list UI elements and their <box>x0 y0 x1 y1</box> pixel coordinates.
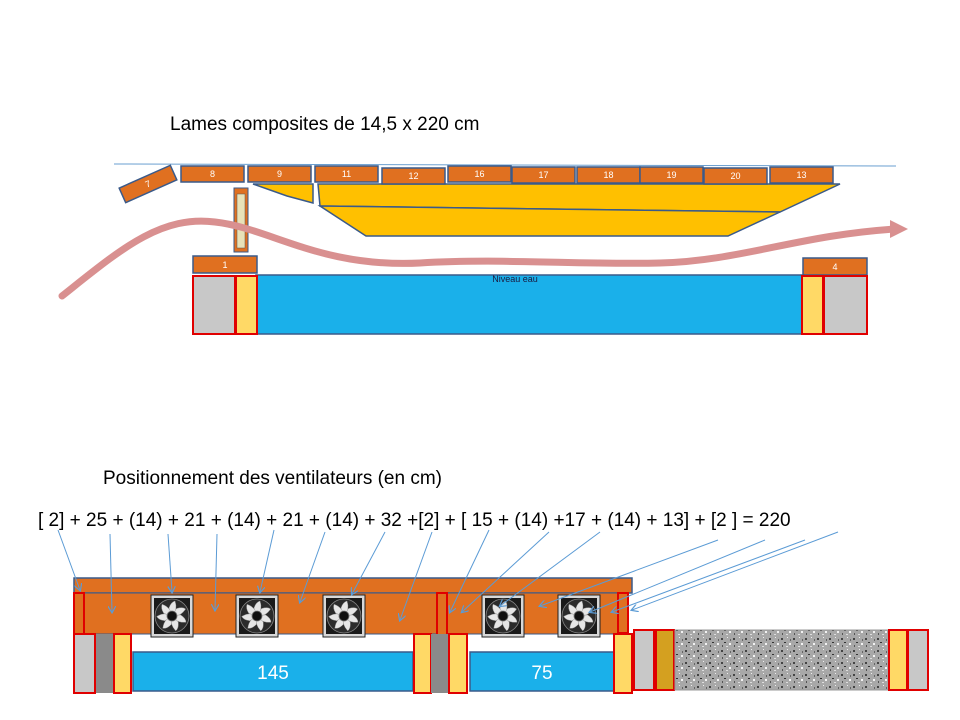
plank-body <box>180 165 245 183</box>
plank-body <box>769 166 834 184</box>
plank: 8 <box>180 165 245 183</box>
granite-slab <box>674 629 891 691</box>
fan-icon <box>557 594 601 638</box>
end-block-left-gray <box>192 275 236 335</box>
plank: 12 <box>381 167 446 185</box>
plank-number: 7 <box>144 178 153 189</box>
support-right-gray <box>633 629 655 691</box>
beam-strip-middle <box>436 592 448 636</box>
pointer-lines <box>57 529 839 620</box>
post-left-label: 1 <box>222 260 227 270</box>
pointer-line <box>540 539 719 606</box>
airflow-arrow <box>58 217 899 300</box>
plank: 13 <box>769 166 834 184</box>
tank-right <box>469 651 615 692</box>
support-far-yellow <box>888 629 908 691</box>
pointer-line <box>110 533 112 612</box>
pointer-line <box>167 533 172 592</box>
plank: 11 <box>314 165 379 183</box>
pointer-line <box>352 531 386 594</box>
support-right-yellow <box>613 633 633 694</box>
fan-icon <box>322 594 366 638</box>
top-title: Lames composites de 14,5 x 220 cm <box>170 114 479 135</box>
support-left-gray <box>73 633 96 694</box>
plank-body <box>314 165 379 183</box>
support-mid-aggregate <box>431 634 449 693</box>
support-left-aggregate <box>96 634 114 693</box>
beam-strip-right <box>617 592 629 634</box>
plank-body <box>118 164 178 204</box>
plank: 20 <box>703 167 768 185</box>
bottom-title: Positionnement des ventilateurs (en cm) <box>103 468 442 489</box>
tank-left <box>132 651 414 692</box>
pointer-line <box>632 531 839 610</box>
plank-number: 8 <box>210 169 215 179</box>
pointer-line <box>612 539 806 612</box>
fan-icon <box>235 594 279 638</box>
pointer-line <box>462 531 550 612</box>
plank-number: 19 <box>666 170 676 180</box>
plate-insert <box>236 193 246 249</box>
water-tank <box>255 274 805 335</box>
pointer-line <box>260 529 275 592</box>
plank-number: 16 <box>474 169 484 179</box>
plank-body <box>447 165 512 183</box>
reference-line <box>113 163 897 167</box>
end-block-left-yellow <box>235 275 258 335</box>
hull-left-piece <box>252 183 314 204</box>
end-block-right-yellow <box>801 275 824 335</box>
formula: [ 2] + 25 + (14) + 21 + (14) + 21 + (14)… <box>38 510 791 531</box>
pointer-line <box>215 533 217 610</box>
tank-right-value: 75 <box>531 663 552 684</box>
plank-body <box>703 167 768 185</box>
planks-row: 7 8 9 11 12 16 17 18 19 20 13 <box>118 164 834 204</box>
plank: 7 <box>118 164 178 204</box>
tank-left-value: 145 <box>257 663 289 684</box>
support-right-gold <box>655 629 675 691</box>
pointer-line <box>450 529 490 612</box>
plank: 17 <box>511 166 576 184</box>
fan-icon <box>481 594 525 638</box>
plank-number: 11 <box>342 169 351 179</box>
niveau-label: Niveau eau <box>492 274 538 284</box>
beam-top <box>73 577 633 594</box>
fan-icon <box>150 594 194 638</box>
plank: 16 <box>447 165 512 183</box>
plank-number: 9 <box>277 169 282 179</box>
plank: 9 <box>247 165 312 183</box>
plank-number: 12 <box>408 171 418 181</box>
post-right-label: 4 <box>832 262 837 272</box>
plank-number: 17 <box>538 170 548 180</box>
pointer-line <box>400 531 433 620</box>
support-far-gray <box>907 629 929 691</box>
plank-number: 13 <box>796 170 806 180</box>
plank-number: 18 <box>603 170 613 180</box>
plank-number: 20 <box>730 171 740 181</box>
plank-body <box>639 166 704 184</box>
pointer-line <box>500 531 601 606</box>
plank-body <box>381 167 446 185</box>
post-left <box>192 255 258 274</box>
pointer-line <box>590 539 766 612</box>
plank: 19 <box>639 166 704 184</box>
pointer-line <box>300 531 326 602</box>
hull-lower-piece <box>317 205 781 237</box>
plank-body <box>247 165 312 183</box>
support-mid-yellow-2 <box>448 633 468 694</box>
airflow-arrow-head <box>890 220 908 238</box>
support-left-yellow <box>113 633 132 694</box>
plank-body <box>511 166 576 184</box>
end-block-right-gray <box>823 275 868 335</box>
plank: 18 <box>576 166 641 184</box>
pointer-line <box>57 529 80 590</box>
support-mid-yellow-1 <box>413 633 432 694</box>
beam-strip-left <box>73 592 85 636</box>
